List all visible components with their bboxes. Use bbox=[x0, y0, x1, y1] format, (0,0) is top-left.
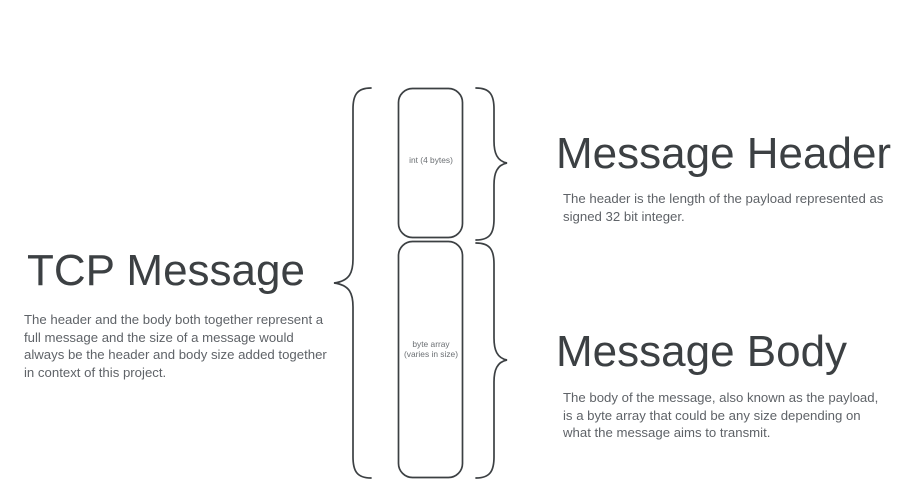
tcp-message-brace bbox=[333, 87, 372, 479]
message-body-heading: Message Body bbox=[556, 327, 848, 376]
tcp-message-text-group: TCP Message The header and the body both… bbox=[24, 248, 334, 381]
body-box-label-line1: byte array bbox=[412, 339, 450, 349]
tcp-message-heading: TCP Message bbox=[27, 246, 305, 295]
header-box-label: int (4 bytes) bbox=[398, 155, 464, 165]
message-header-description: The header is the length of the payload … bbox=[563, 191, 884, 224]
body-box bbox=[397, 240, 464, 479]
message-header-brace bbox=[475, 87, 508, 241]
tcp-message-description: The header and the body both together re… bbox=[24, 312, 327, 380]
message-body-text-group: Message Body The body of the message, al… bbox=[556, 329, 906, 442]
message-body-brace bbox=[475, 242, 508, 479]
header-box bbox=[397, 87, 464, 239]
message-header-heading: Message Header bbox=[556, 129, 892, 178]
message-header-text-group: Message Header The header is the length … bbox=[556, 131, 906, 225]
body-box-label-line2: (varies in size) bbox=[404, 349, 458, 360]
body-box-label: byte array (varies in size) bbox=[398, 339, 464, 360]
message-body-description: The body of the message, also known as t… bbox=[563, 390, 879, 441]
header-box-label-line: int (4 bytes) bbox=[409, 155, 453, 165]
